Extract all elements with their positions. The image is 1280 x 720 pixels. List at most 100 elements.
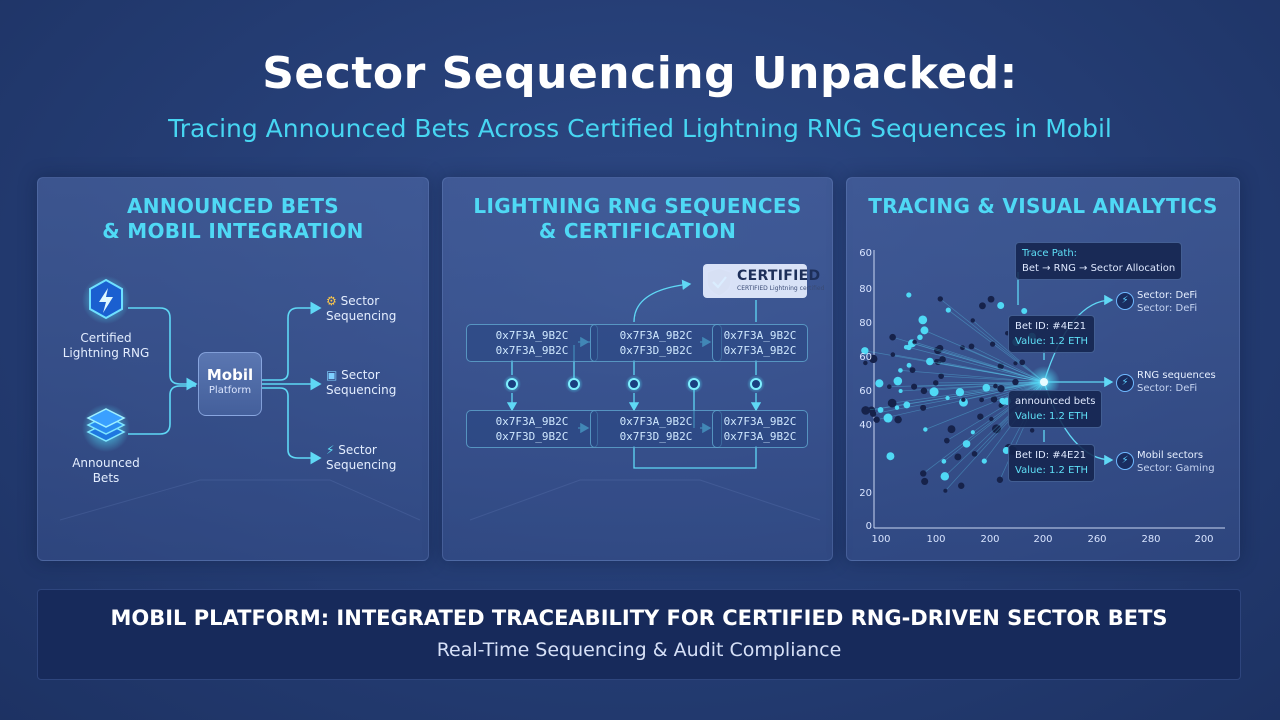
network-node bbox=[999, 397, 1006, 404]
network-node bbox=[890, 352, 896, 357]
network-edge bbox=[924, 330, 1045, 383]
network-node bbox=[981, 458, 987, 464]
network-node bbox=[970, 430, 975, 435]
sequence-nodes bbox=[503, 375, 765, 393]
certified-sub: CERTIFIED Lightning certified bbox=[737, 285, 825, 292]
network-node bbox=[877, 407, 884, 413]
network-edge bbox=[929, 361, 1045, 383]
footer-subtitle: Real-Time Sequencing & Audit Compliance bbox=[436, 639, 842, 661]
network-node bbox=[989, 416, 994, 422]
network-edge bbox=[935, 381, 1045, 384]
panel2-title-line2: & CERTIFICATION bbox=[538, 219, 737, 243]
network-node bbox=[962, 440, 971, 448]
network-node bbox=[906, 292, 912, 298]
x-tick: 280 bbox=[1141, 534, 1161, 545]
network-node bbox=[944, 437, 950, 444]
network-edge bbox=[876, 381, 1045, 421]
network-node bbox=[943, 488, 948, 493]
network-node bbox=[1029, 428, 1035, 433]
network-node bbox=[909, 367, 916, 373]
network-node bbox=[997, 301, 1005, 309]
y-tick: 80 bbox=[859, 284, 872, 295]
network-node bbox=[894, 405, 900, 410]
x-tick: 100 bbox=[871, 534, 891, 545]
network-node bbox=[920, 326, 929, 335]
network-node bbox=[921, 477, 929, 485]
network-node bbox=[1021, 308, 1028, 315]
y-tick: 60 bbox=[859, 352, 872, 363]
network-node bbox=[961, 397, 966, 402]
network-node bbox=[958, 482, 965, 489]
network-node bbox=[979, 302, 986, 310]
network-node bbox=[875, 379, 884, 388]
network-edge bbox=[908, 347, 1045, 383]
network-node bbox=[894, 415, 902, 424]
network-node bbox=[869, 354, 878, 364]
network-node bbox=[918, 315, 928, 325]
network-node bbox=[979, 397, 985, 403]
network-node bbox=[926, 357, 934, 366]
footer-title: MOBIL PLATFORM: INTEGRATED TRACEABILITY … bbox=[110, 606, 1168, 630]
network-node bbox=[861, 347, 869, 355]
network-node bbox=[893, 376, 903, 386]
network-edge bbox=[939, 347, 1045, 383]
network-node bbox=[997, 385, 1005, 393]
network-node bbox=[861, 406, 870, 415]
network-node bbox=[993, 383, 998, 389]
y-tick: 60 bbox=[859, 386, 872, 397]
network-node bbox=[992, 424, 1001, 434]
network-edge bbox=[925, 381, 1045, 430]
network-node bbox=[923, 427, 928, 432]
network-node bbox=[960, 345, 965, 351]
network-edge bbox=[941, 375, 1045, 383]
network-node bbox=[869, 410, 877, 417]
network-node bbox=[912, 339, 917, 345]
x-tick: 200 bbox=[1194, 534, 1214, 545]
x-tick: 100 bbox=[926, 534, 946, 545]
network-node bbox=[889, 333, 896, 341]
lightning-icon: ⚡ bbox=[1116, 374, 1134, 392]
lightning-icon: ⚡ bbox=[326, 443, 335, 457]
x-tick: 260 bbox=[1087, 534, 1107, 545]
lightning-icon: ⚡ bbox=[1116, 452, 1134, 470]
mobil-platform-name: Mobil bbox=[206, 366, 254, 384]
network-node bbox=[940, 472, 950, 481]
panel-announced-bets: ANNOUNCED BETS & MOBIL INTEGRATION bbox=[37, 177, 429, 561]
network-edge bbox=[871, 381, 1045, 411]
network-node bbox=[968, 343, 975, 350]
bets-source-label-line1: Announced bbox=[72, 456, 140, 470]
network-node bbox=[945, 307, 951, 313]
network-node bbox=[1013, 361, 1018, 366]
network-node bbox=[863, 360, 868, 366]
mobil-platform-node[interactable]: Mobil Platform bbox=[198, 352, 262, 416]
network-node bbox=[886, 384, 892, 390]
panel-rng-sequences: LIGHTNING RNG SEQUENCES & CERTIFICATION bbox=[442, 177, 833, 561]
network-node bbox=[970, 318, 975, 323]
network-node bbox=[987, 295, 995, 303]
network-node bbox=[937, 296, 943, 302]
network-node bbox=[1012, 378, 1019, 386]
y-tick: 60 bbox=[859, 248, 872, 259]
trace-path-tooltip: Trace Path:Bet → RNG → Sector Allocation bbox=[1015, 242, 1183, 280]
network-edge bbox=[914, 381, 1045, 388]
lightning-icon: ⚡ bbox=[1116, 292, 1134, 310]
network-edge bbox=[873, 381, 1045, 415]
chip-icon: ⚙ bbox=[326, 294, 337, 308]
network-node bbox=[886, 452, 895, 461]
lightning-rng-icon bbox=[82, 276, 130, 324]
y-tick: 20 bbox=[859, 488, 872, 499]
network-node bbox=[929, 387, 939, 397]
